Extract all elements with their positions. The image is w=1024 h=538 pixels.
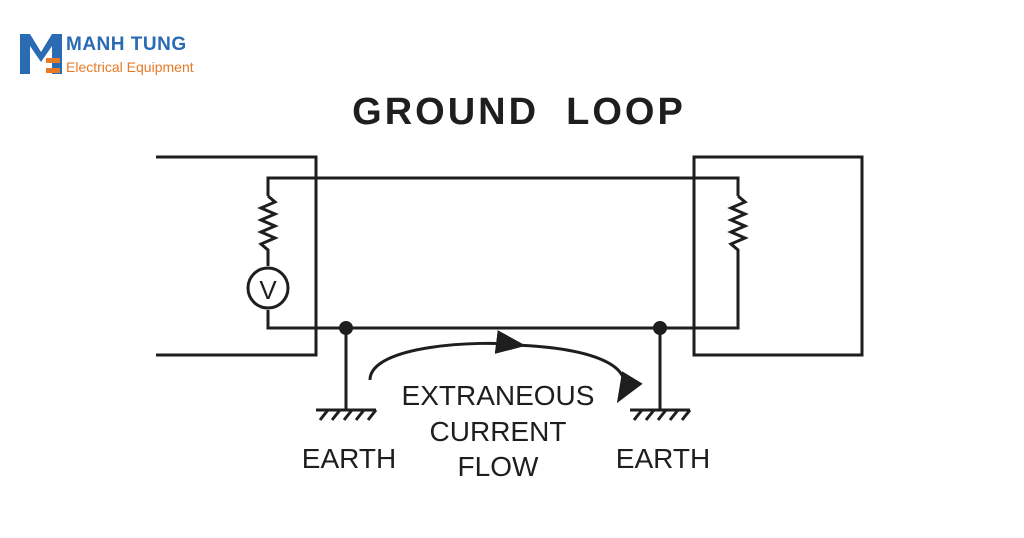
- voltmeter-icon: [246, 266, 290, 310]
- right-earth-label: EARTH: [616, 443, 710, 474]
- flow-label-line-2: CURRENT: [430, 416, 567, 447]
- current-flow-arrow: [368, 330, 526, 381]
- diagram-title: GROUND LOOP: [352, 91, 686, 133]
- brand-name: MANH TUNG: [66, 34, 187, 55]
- return-wire: [266, 255, 740, 330]
- voltmeter-label: V: [259, 275, 277, 305]
- right-earth-icon: [632, 409, 692, 421]
- left-earth-label: EARTH: [302, 443, 396, 474]
- right-junction-dot: [653, 321, 667, 335]
- right-instrument-box: [692, 155, 864, 357]
- current-flow-arrow-end: [514, 343, 643, 404]
- flow-label-line-1: EXTRANEOUS: [402, 380, 595, 411]
- left-instrument-box: [156, 155, 318, 357]
- signal-wire: [266, 176, 740, 196]
- flow-label-line-3: FLOW: [458, 451, 539, 482]
- left-earth-icon: [318, 409, 378, 421]
- logo-mark-icon: [20, 34, 62, 74]
- brand-tagline: Electrical Equipment: [66, 59, 194, 75]
- right-resistor-icon: [727, 194, 749, 255]
- brand-logo: MANH TUNG Electrical Equipment: [16, 28, 216, 84]
- left-resistor-icon: [257, 194, 279, 266]
- left-junction-dot: [339, 321, 353, 335]
